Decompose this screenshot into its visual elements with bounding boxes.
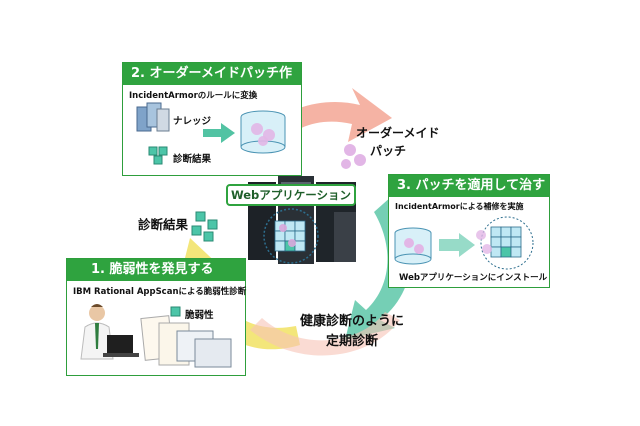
ordermade-label-line2: パッチ bbox=[370, 144, 407, 158]
database-icon bbox=[240, 110, 286, 154]
person-icon bbox=[80, 304, 114, 360]
patched-cube-icon bbox=[476, 216, 534, 270]
panel-create-title: 2. オーダーメイドパッチ作成 bbox=[123, 63, 301, 103]
panel-find-subtitle: IBM Rational AppScanによる脆弱性診断 bbox=[73, 287, 247, 297]
panel-create-subtitle: IncidentArmorのルールに変換 bbox=[129, 91, 258, 101]
diagnosis-cubes-icon bbox=[148, 146, 168, 165]
panel-create-patch: 2. オーダーメイドパッチ作成 IncidentArmorのルールに変換 ナレッ… bbox=[122, 62, 302, 176]
convert-arrow-icon bbox=[203, 123, 235, 143]
laptop-icon bbox=[103, 335, 139, 357]
checkup-label-line2: 定期診断 bbox=[326, 334, 379, 349]
panel-create-art bbox=[136, 102, 286, 165]
vulnerability-cube-icon bbox=[170, 306, 181, 317]
panel-find-title: 1. 脆弱性を発見する bbox=[67, 259, 245, 281]
panel-apply-patch: 3. パッチを適用して治す IncidentArmorによる補修を実施 Webア… bbox=[388, 174, 550, 288]
panel-find-art bbox=[80, 304, 232, 368]
panel-apply-subtitle: IncidentArmorによる補修を実施 bbox=[395, 202, 524, 211]
panel-diagnosis-label: 診断結果 bbox=[173, 154, 212, 165]
webapp-label-box: Webアプリケーション bbox=[226, 184, 356, 206]
install-label: Webアプリケーションにインストール bbox=[399, 273, 548, 283]
webapp-label: Webアプリケーション bbox=[230, 188, 352, 202]
checkup-label-line1: 健康診断のように bbox=[300, 314, 405, 329]
knowledge-books-icon bbox=[136, 102, 170, 132]
server-rack-4 bbox=[334, 212, 356, 262]
ordermade-label-line1: オーダーメイド bbox=[356, 126, 440, 140]
vulnerability-label: 脆弱性 bbox=[185, 310, 214, 321]
diagnosis-result-label: 診断結果 bbox=[138, 217, 189, 232]
salmon-cycle-arrow bbox=[250, 88, 392, 158]
panel-apply-title: 3. パッチを適用して治す bbox=[389, 175, 549, 197]
install-arrow-icon bbox=[439, 233, 475, 257]
panel-find-vuln: 1. 脆弱性を発見する IBM Rational AppScanによる脆弱性診断… bbox=[66, 258, 246, 376]
knowledge-label: ナレッジ bbox=[173, 116, 212, 127]
patch-database-icon bbox=[394, 227, 432, 265]
report-documents-icon bbox=[140, 315, 232, 368]
pink-cycle-band bbox=[250, 312, 400, 356]
panel-apply-art bbox=[394, 216, 534, 270]
